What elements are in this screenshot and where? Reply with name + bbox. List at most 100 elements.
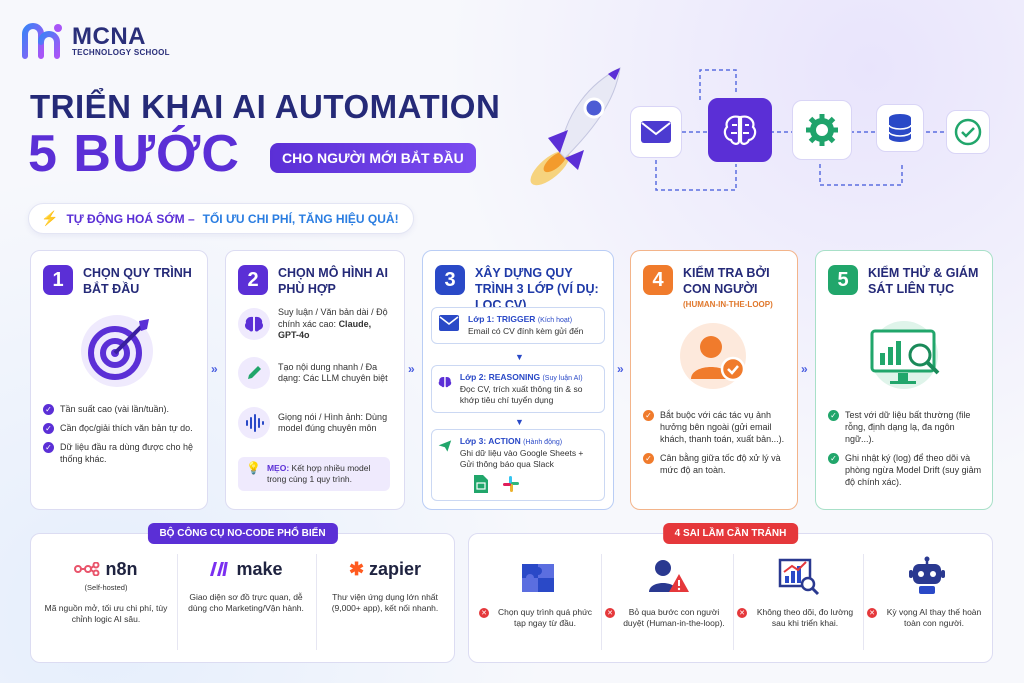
layer-box-2: Lớp 2: REASONING (Suy luận AI)Đọc CV, tr… (431, 365, 605, 413)
brain-icon (723, 115, 757, 145)
step-number: 5 (828, 265, 858, 295)
layer-text: Email có CV đính kèm gửi đến (468, 326, 584, 336)
step-number: 3 (435, 265, 465, 295)
check-icon (954, 118, 982, 146)
flow-database-box (876, 104, 924, 152)
step-arrow-icon: » (617, 362, 624, 376)
model-row: Suy luận / Văn bản dài / Độ chính xác ca… (238, 307, 394, 342)
mistakes-title: 4 SAI LẦM CẦN TRÁNH (662, 523, 799, 544)
tools-panel: BỘ CÔNG CỤ NO-CODE PHỔ BIẾN n8n (Self-ho… (30, 523, 455, 663)
divider (601, 554, 602, 650)
step5-bullet: ✓Test với dữ liệu bất thường (file rỗng,… (828, 409, 982, 445)
tool-desc: Mã nguồn mở, tối ưu chi phí, tùy chỉnh l… (44, 603, 168, 624)
check-icon: ✓ (643, 410, 654, 421)
mail-icon (439, 315, 459, 331)
page-title-line2: 5 BƯỚC (28, 125, 240, 183)
flow-connectors (655, 69, 945, 191)
send-icon (438, 440, 452, 452)
mcna-logo-icon (22, 22, 64, 60)
check-icon: ✓ (828, 453, 839, 464)
step-card-5: 5 KIỂM THỬ & GIÁM SÁT LIÊN TỤC ✓Test với… (815, 250, 993, 510)
step5-bullet: ✓Ghi nhật ký (log) để theo dõi và phòng … (828, 452, 982, 488)
google-sheets-icon (473, 475, 488, 493)
lightning-icon: ⚡ (41, 210, 59, 226)
n8n-logo-icon (74, 562, 100, 576)
x-icon: ✕ (605, 608, 615, 618)
brain-icon (438, 377, 452, 388)
down-arrow-icon: ▼ (515, 417, 524, 427)
mistakes-panel: 4 SAI LẦM CẦN TRÁNH ✕ Chọn quy trình quá … (468, 523, 993, 663)
model-name: Các LLM chuyên biệt (303, 373, 388, 383)
chart-search-icon (778, 558, 820, 596)
check-icon: ✓ (643, 453, 654, 464)
step-number: 1 (43, 265, 73, 295)
tools-title: BỘ CÔNG CỤ NO-CODE PHỔ BIẾN (147, 523, 338, 544)
mistake-text: Bỏ qua bước con người duyệt (Human-in-th… (623, 607, 725, 628)
make-logo-icon (210, 562, 229, 576)
tool-name: n8n (41, 556, 171, 582)
check-icon: ✓ (43, 404, 54, 415)
x-icon: ✕ (479, 608, 489, 618)
check-icon: ✓ (43, 442, 54, 453)
step-card-3: 3 XÂY DỰNG QUY TRÌNH 3 LỚP (VÍ DỤ: LỌC C… (422, 250, 614, 510)
flow-brain-box (708, 98, 772, 162)
layer-extra: (Hành động) (523, 439, 563, 446)
soundwave-icon (238, 407, 270, 439)
tool-n8n[interactable]: n8n (Self-hosted) Mã nguồn mở, tối ưu ch… (41, 556, 171, 625)
robot-icon (909, 556, 945, 594)
model-desc: Suy luận / Văn bản dài / Độ chính xác ca… (278, 307, 388, 329)
layer-label: Lớp 2: REASONING (459, 372, 541, 382)
tool-zapier[interactable]: ✱ zapier Thư viện ứng dụng lớn nhất (9,0… (321, 556, 449, 614)
divider (177, 554, 178, 650)
gear-icon (806, 114, 838, 146)
flow-check-box (946, 110, 990, 154)
zapier-logo-icon: ✱ (348, 558, 365, 579)
divider (733, 554, 734, 650)
step-arrow-icon: » (801, 362, 808, 376)
flow-gear-box (792, 100, 852, 160)
flow-mail-box (630, 106, 682, 158)
divider (316, 554, 317, 650)
user-warning-icon (649, 560, 689, 592)
step-title: CHỌN QUY TRÌNH BẮT ĐẦU (83, 266, 192, 296)
tool-desc: Thư viện ứng dụng lớn nhất (9,000+ app),… (331, 592, 439, 613)
layer-label: Lớp 1: TRIGGER (468, 314, 536, 324)
step-card-4: 4 KIỂM TRA BỞI CON NGƯỜI(HUMAN-IN-THE-LO… (630, 250, 798, 510)
user-check-icon (680, 323, 746, 389)
brand-logo[interactable]: MCNA TECHNOLOGY SCHOOL (22, 22, 170, 60)
brain-icon (238, 308, 270, 341)
layer-box-3: Lớp 3: ACTION (Hành động)Ghi dữ liệu vào… (431, 429, 605, 501)
mail-icon (641, 121, 671, 143)
step-arrow-icon: » (211, 362, 218, 376)
model-row: Giọng nói / Hình ảnh: Dùng model đúng ch… (238, 407, 394, 439)
mistake-item: ✕ Chọn quy trình quá phức tạp ngay từ đầu… (479, 556, 597, 629)
layer-extra: (Kích hoạt) (537, 317, 573, 324)
down-arrow-icon: ▼ (515, 352, 524, 362)
step-number: 4 (643, 265, 673, 295)
step-card-1: 1 CHỌN QUY TRÌNH BẮT ĐẦU ✓Tần suất cao (… (30, 250, 208, 510)
tool-make[interactable]: make Giao diện sơ đồ trực quan, dễ dùng … (181, 556, 311, 614)
model-row: Tạo nội dung nhanh / Đa dạng: Các LLM ch… (238, 357, 394, 389)
step4-bullet: ✓Cân bằng giữa tốc độ xử lý và mức độ an… (643, 452, 787, 476)
database-icon (888, 114, 912, 142)
page-title-line1: TRIỂN KHAI AI AUTOMATION (30, 88, 501, 125)
tagline-part2: TỐI ƯU CHI PHÍ, TĂNG HIỆU QUẢ! (202, 211, 399, 226)
tool-note: (Self-hosted) (84, 583, 128, 592)
tool-desc: Giao diện sơ đồ trực quan, dễ dùng cho M… (188, 592, 304, 613)
mistake-item: ✕ Bỏ qua bước con người duyệt (Human-in-t… (605, 556, 729, 629)
step1-bullet: ✓Dữ liệu đầu ra dùng được cho hệ thống k… (43, 441, 197, 465)
layer-text: Ghi dữ liệu vào Google Sheets + Gửi thôn… (459, 448, 584, 469)
mistake-item: ✕Không theo dõi, đo lường sau khi triển … (737, 556, 859, 629)
x-icon: ✕ (867, 608, 877, 618)
puzzle-icon (522, 564, 554, 592)
step-card-2: 2 CHỌN MÔ HÌNH AI PHÙ HỢP Suy luận / Văn… (225, 250, 405, 510)
check-icon: ✓ (828, 410, 839, 421)
step-title: XÂY DỰNG QUY TRÌNH 3 LỚP (VÍ DỤ: LỌC CV) (475, 266, 599, 312)
mistake-text: Chọn quy trình quá phức tạp ngay từ đầu. (497, 607, 593, 628)
monitor-analytics-icon (870, 321, 940, 389)
divider (863, 554, 864, 650)
step-title-text: KIỂM TRA BỞI CON NGƯỜI (683, 266, 770, 296)
step-title: CHỌN MÔ HÌNH AI PHÙ HỢP (278, 266, 388, 296)
step4-bullet: ✓Bắt buộc với các tác vụ ảnh hưởng bên n… (643, 409, 787, 445)
logo-name: MCNA (72, 22, 146, 50)
